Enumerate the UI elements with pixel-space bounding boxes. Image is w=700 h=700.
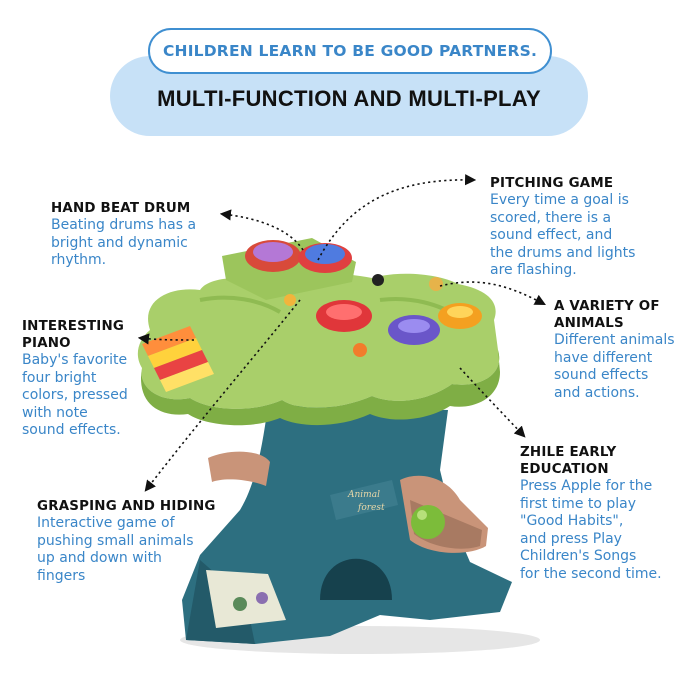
subheading-text: CHILDREN LEARN TO BE GOOD PARTNERS.	[162, 42, 538, 60]
feature-title: EDUCATION	[520, 462, 609, 477]
feature-pitching-game: PITCHING GAME Every time a goal is score…	[490, 175, 635, 280]
feature-desc-line: and press Play	[520, 530, 622, 547]
arrow-grasping	[144, 299, 301, 492]
sign-text-1: Animal	[347, 490, 380, 500]
feature-desc-line: pushing small animals	[37, 532, 194, 549]
piano-keys	[142, 326, 214, 392]
arrow-animals	[439, 281, 546, 306]
sign-text-2: forest	[357, 503, 385, 513]
small-light	[353, 343, 367, 357]
feature-early-education: ZHILE EARLY EDUCATION Press Apple for th…	[520, 444, 662, 583]
headline-text: MULTI-FUNCTION AND MULTI-PLAY	[157, 86, 541, 111]
feature-desc-line: Different animals	[554, 332, 675, 348]
feature-desc-line: up and down with	[37, 550, 162, 566]
right-ball-chute	[400, 475, 488, 553]
feature-desc-line: sound effects	[554, 367, 649, 383]
feature-desc-line: "Good Habits",	[520, 513, 624, 529]
arrow-drum	[219, 209, 304, 251]
feature-desc-line: Beating drums has a	[51, 217, 197, 233]
animal-figure-2	[256, 592, 268, 604]
feature-desc-line: rhythm.	[51, 252, 107, 268]
feature-desc-line: and actions.	[554, 384, 640, 401]
feature-title: A VARIETY OF	[554, 299, 660, 314]
animal-figure-top-1	[372, 274, 384, 286]
feature-desc-line: scored, there is a	[490, 209, 612, 226]
feature-desc-line: sound effects.	[22, 422, 121, 438]
green-ball	[411, 505, 445, 539]
feature-title: PIANO	[22, 336, 71, 351]
trunk-arch	[320, 558, 392, 600]
feature-variety-of-animals: A VARIETY OF ANIMALS Different animals h…	[554, 298, 675, 402]
feature-desc-line: Baby's favorite	[22, 352, 128, 368]
feature-interesting-piano: INTERESTING PIANO Baby's favorite four b…	[22, 318, 128, 440]
feature-title: INTERESTING	[22, 319, 125, 334]
feature-desc-line: Children's Songs	[520, 548, 637, 564]
feature-desc-line: sound effect, and	[490, 227, 613, 243]
feature-desc-line: Interactive game of	[37, 515, 175, 531]
animal-figure	[233, 597, 247, 611]
feature-title: PITCHING GAME	[490, 176, 614, 191]
base-play-mat	[206, 570, 286, 628]
left-ball-chute	[208, 451, 270, 486]
feature-desc-line: first time to play	[520, 495, 637, 512]
feature-desc-line: the drums and lights	[490, 244, 636, 261]
callout-arrows	[137, 174, 546, 492]
feature-desc-line: have different	[554, 349, 653, 366]
arrow-piano	[137, 333, 195, 345]
feature-title: GRASPING AND HIDING	[37, 499, 216, 514]
feature-desc-line: Press Apple for the	[520, 478, 653, 494]
feature-title: ZHILE EARLY	[520, 445, 617, 460]
feature-desc-line: fingers	[37, 567, 86, 584]
feature-desc-line: four bright	[22, 369, 97, 386]
feature-desc-line: colors, pressed	[22, 387, 128, 403]
subheading-pill: CHILDREN LEARN TO BE GOOD PARTNERS.	[148, 28, 552, 74]
feature-desc-line: Every time a goal is	[490, 192, 629, 208]
feature-grasping-and-hiding: GRASPING AND HIDING Interactive game of …	[37, 498, 216, 585]
animal-figure-top-2	[429, 277, 443, 291]
feature-desc-line: are flashing.	[490, 262, 577, 278]
feature-title: HAND BEAT DRUM	[51, 201, 191, 216]
feature-title: ANIMALS	[554, 316, 624, 331]
feature-desc-line: for the second time.	[520, 565, 662, 582]
feature-desc-line: bright and dynamic	[51, 234, 188, 251]
forest-sign	[330, 480, 398, 520]
feature-desc-line: with note	[22, 404, 88, 421]
feature-hand-beat-drum: HAND BEAT DRUM Beating drums has a brigh…	[51, 200, 196, 270]
